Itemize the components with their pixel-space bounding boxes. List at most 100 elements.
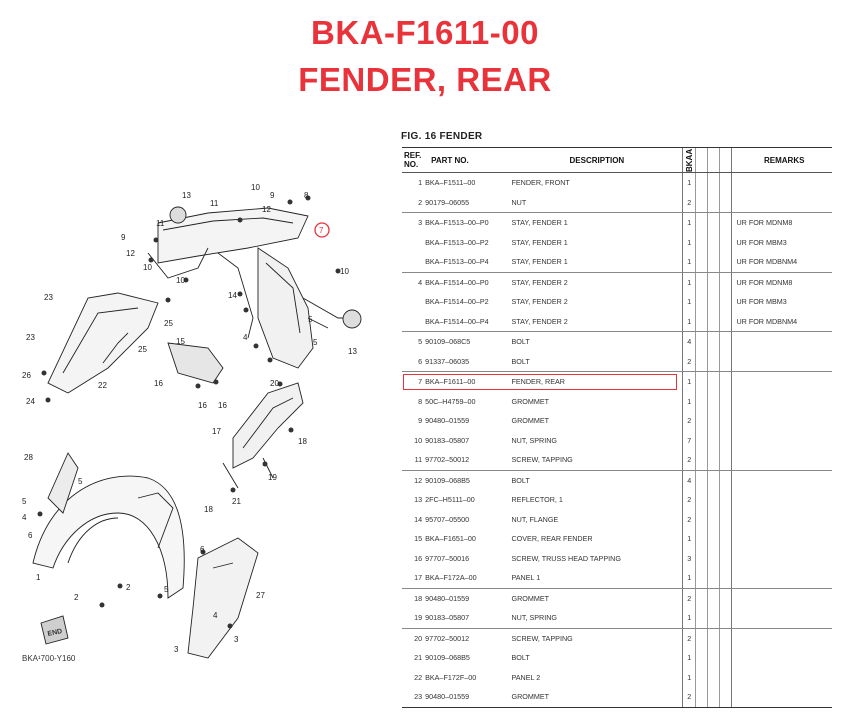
cell-remarks — [731, 411, 832, 431]
cell-blank — [719, 648, 732, 668]
cell-blank — [695, 628, 708, 648]
cell-quantity: 1 — [682, 272, 696, 292]
cell-blank — [695, 232, 708, 252]
callout: 23 — [26, 333, 35, 342]
callout: 25 — [138, 345, 147, 354]
callout: 3 — [234, 635, 239, 644]
callout: 24 — [26, 397, 35, 406]
cell-ref-no: 20 — [414, 633, 423, 643]
cell-ref-no: 10 — [414, 435, 423, 445]
cell-blank — [695, 272, 708, 292]
cell-quantity: 2 — [682, 192, 696, 213]
cell-quantity: 2 — [682, 628, 696, 648]
cell-remarks — [731, 628, 832, 648]
cell-part-no: BKA–F1514–00–P4 — [425, 311, 512, 332]
cell-blank — [707, 252, 720, 273]
callout: 18 — [204, 505, 213, 514]
cell-ref-no: 21 — [414, 653, 423, 663]
cell-description: SCREW, TAPPING — [511, 633, 573, 643]
cell-blank — [695, 371, 708, 392]
cell-ref-no — [402, 233, 425, 253]
cell-description: STAY, FENDER 1 — [511, 252, 683, 273]
cell-ref-no: 22 — [414, 672, 423, 682]
cell-remarks — [731, 450, 832, 471]
callout: 12 — [126, 249, 135, 258]
cell-blank — [719, 292, 732, 312]
cell-part-no: 97702–50012 — [425, 450, 512, 471]
cell-part-no: 97702–50012 — [425, 633, 470, 643]
cell-part-no: BKA–F1651–00 — [425, 534, 476, 544]
callout: 4 — [243, 333, 248, 342]
cell-description: STAY, FENDER 2 — [511, 311, 683, 332]
part-name-heading: FENDER, REAR — [298, 61, 552, 98]
callout: 7 — [319, 226, 324, 235]
cell-quantity: 1 — [682, 667, 696, 687]
header-description: DESCRIPTION — [511, 147, 683, 173]
cell-quantity: 1 — [682, 172, 696, 193]
cell-description: NUT — [511, 192, 683, 213]
callout: 5 — [308, 315, 313, 324]
cell-description: SCREW, TAPPING — [511, 450, 683, 471]
cell-blank — [719, 172, 732, 193]
diagram-drawing: END 13 10 9 8 11 12 7 11 9 12 10 — [22, 183, 362, 659]
cell-blank — [719, 232, 732, 252]
cell-blank — [719, 450, 732, 471]
callout: 4 — [213, 611, 218, 620]
cell-blank — [695, 588, 708, 608]
cell-quantity: 1 — [682, 212, 696, 233]
cell-remarks — [731, 648, 832, 668]
callout: 2 — [74, 593, 79, 602]
cell-blank — [707, 529, 720, 549]
cell-blank — [707, 292, 720, 312]
callout: 3 — [174, 645, 179, 654]
cell-blank — [719, 628, 732, 648]
cell-blank — [695, 172, 708, 193]
callout: 5 — [164, 585, 169, 594]
cell-blank — [707, 391, 720, 411]
cell-ref-no — [402, 252, 426, 273]
cell-blank — [719, 311, 732, 332]
cell-blank — [719, 411, 732, 431]
callout: 8 — [304, 191, 309, 200]
cell-blank — [695, 687, 708, 708]
cell-blank — [695, 490, 708, 510]
cell-part-no: BKA–F1514–00–P0 — [425, 277, 489, 287]
cell-remarks — [731, 608, 832, 629]
callout: 28 — [24, 453, 33, 462]
cell-description: GROMMET — [511, 396, 550, 406]
cell-blank — [695, 351, 708, 372]
callout: 4 — [22, 513, 27, 522]
cell-description: NUT, FLANGE — [511, 514, 559, 524]
callout: 20 — [270, 379, 279, 388]
cell-remarks — [731, 509, 832, 529]
callout: 22 — [98, 381, 107, 390]
